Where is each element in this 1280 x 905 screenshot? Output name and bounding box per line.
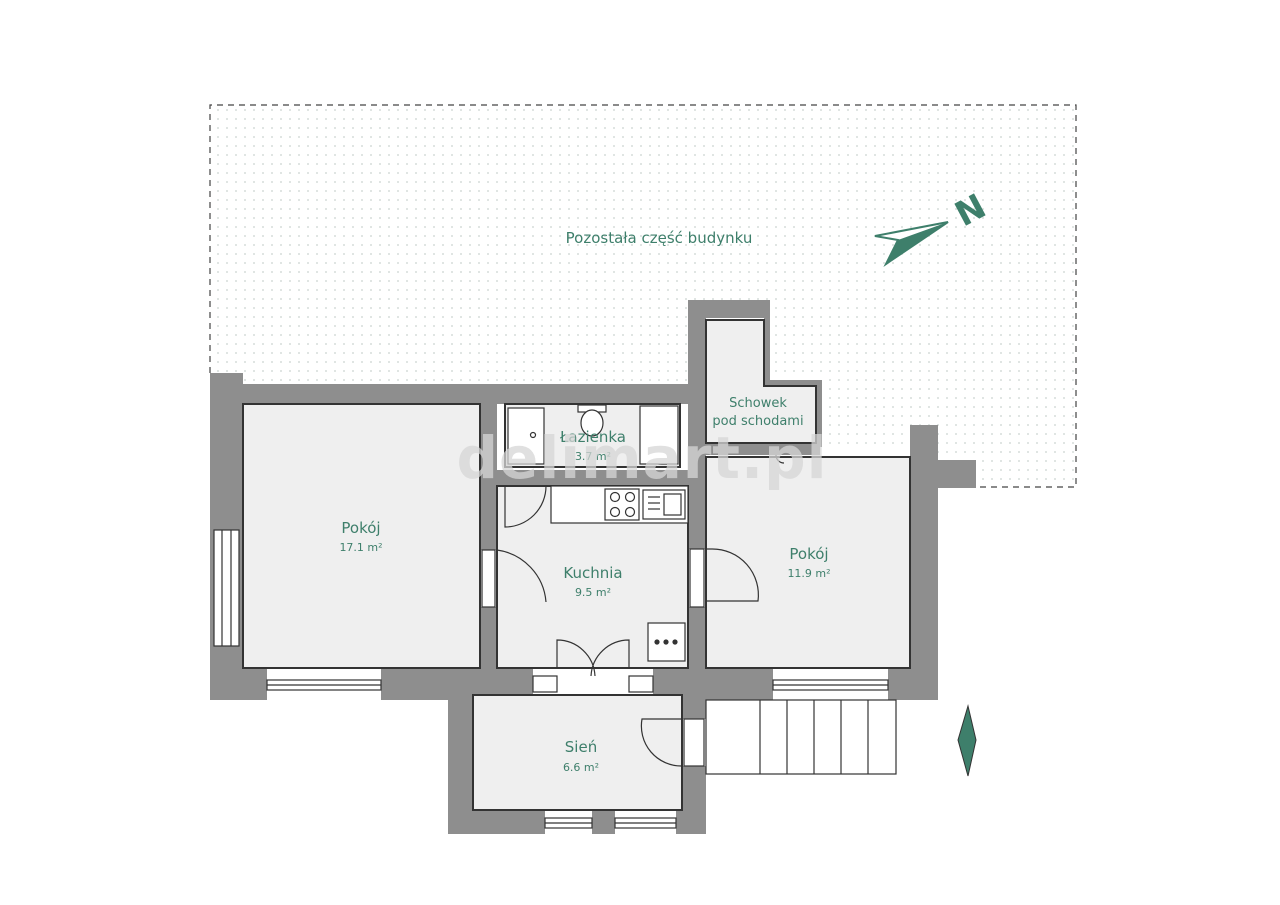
outside-area bbox=[210, 105, 1076, 487]
kitchen-fixtures bbox=[550, 485, 689, 662]
room-name-pokoj-1: Pokój bbox=[341, 519, 380, 537]
washbasin bbox=[507, 407, 545, 465]
room-area-lazienka: 3.7 m² bbox=[575, 450, 611, 463]
entrance-stairs bbox=[705, 699, 897, 775]
room-name-schowek: Schowek bbox=[729, 396, 787, 411]
room-area-pokoj-1: 17.1 m² bbox=[339, 541, 382, 554]
room-floor-pokoj-1 bbox=[242, 403, 481, 669]
stove bbox=[604, 488, 640, 521]
outside-label: Pozostała część budynku bbox=[566, 229, 753, 247]
bathroom-fixtures bbox=[507, 404, 679, 465]
outside-area-border bbox=[209, 104, 1077, 488]
room-name-lazienka: Łazienka bbox=[559, 428, 626, 446]
entrance-marker-icon bbox=[957, 704, 977, 777]
room-name-schowek-line2: pod schodami bbox=[712, 414, 803, 429]
room-floor-sien bbox=[472, 694, 683, 811]
room-floor-pokoj-2 bbox=[705, 456, 911, 669]
room-name-pokoj-2: Pokój bbox=[789, 545, 828, 563]
shower-tray bbox=[639, 405, 679, 465]
room-name-sien: Sień bbox=[565, 738, 597, 756]
room-name-kuchnia: Kuchnia bbox=[563, 564, 622, 582]
room-area-pokoj-2: 11.9 m² bbox=[787, 567, 830, 580]
room-area-kuchnia: 9.5 m² bbox=[575, 586, 611, 599]
windows bbox=[213, 529, 889, 829]
watermark: delimart.pl bbox=[457, 424, 828, 492]
doors bbox=[481, 454, 785, 767]
room-area-sien: 6.6 m² bbox=[563, 761, 599, 774]
toilet-bowl bbox=[580, 409, 604, 437]
room-floor-schowek bbox=[705, 319, 817, 444]
